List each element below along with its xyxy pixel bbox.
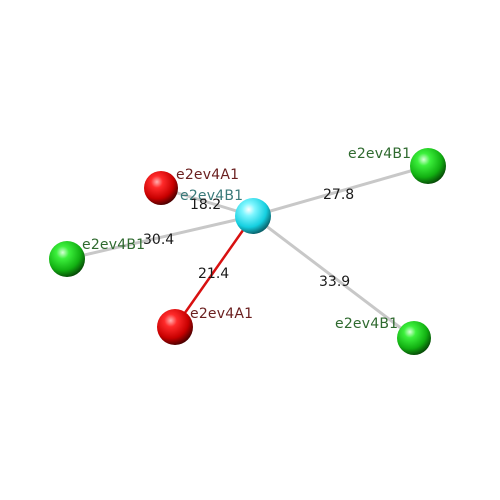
center-atom [235, 198, 271, 234]
bonds [66, 164, 429, 340]
bond-to-green-lower-right [252, 214, 415, 340]
distance-oxygen-lower: 21.4 [198, 266, 229, 282]
green-atom-left [49, 241, 85, 277]
green-atom-upper-right [410, 148, 446, 184]
label-green-upper-right: e2ev4B1 [348, 146, 411, 162]
distance-green-upper-right: 27.8 [323, 187, 354, 203]
oxygen-atom-lower [157, 309, 193, 345]
distance-oxygen-upper: 18.2 [190, 197, 221, 213]
bond-to-oxygen-lower [173, 215, 255, 328]
atoms [49, 148, 446, 355]
oxygen-atom-upper [144, 171, 178, 205]
label-green-lower-right: e2ev4B1 [335, 316, 398, 332]
green-atom-lower-right [397, 321, 431, 355]
bond-to-green-upper-right [252, 164, 429, 218]
distance-green-lower-right: 33.9 [319, 274, 350, 290]
label-oxygen-lower: e2ev4A1 [190, 306, 253, 322]
distance-green-left: 30.4 [143, 232, 174, 248]
label-green-left: e2ev4B1 [82, 237, 145, 253]
distance-labels: 18.2 27.8 30.4 21.4 33.9 [143, 187, 354, 290]
label-center: e2ev4B1 [180, 188, 243, 204]
bond-to-green-left [66, 214, 254, 261]
label-oxygen-upper: e2ev4A1 [176, 167, 239, 183]
atom-labels: e2ev4A1 e2ev4B1 e2ev4B1 e2ev4B1 e2ev4A1 … [82, 146, 411, 332]
